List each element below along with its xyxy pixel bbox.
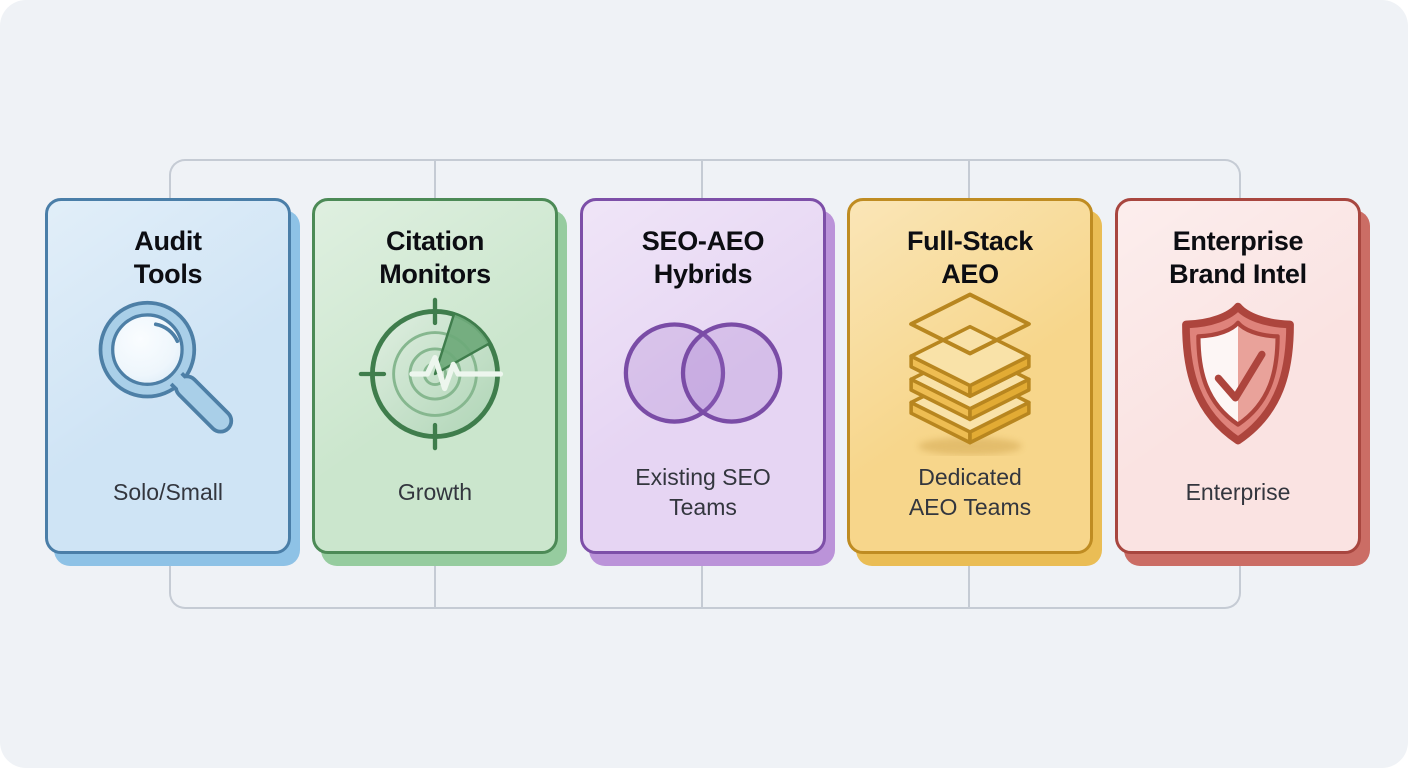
radar-icon [358, 297, 504, 451]
top-connector-stub [434, 159, 436, 200]
card-label: Enterprise [1185, 479, 1291, 506]
card-label: Solo/Small [113, 479, 223, 506]
card-label: Growth [397, 479, 473, 506]
card-icon-area [593, 291, 813, 457]
bottom-connector-stub [434, 551, 436, 607]
card-icon-area [860, 291, 1080, 457]
card-title: Full-Stack AEO [906, 226, 1034, 289]
card-label: Existing SEO Teams [635, 464, 771, 520]
card-audit-tools: Audit Tools Solo/Small [45, 198, 291, 554]
card-enterprise-brand-intel: Enterprise Brand Intel Enterprise [1115, 198, 1361, 554]
card-icon-area [1128, 291, 1348, 457]
layer-stack-icon [909, 292, 1031, 456]
bottom-connector-bracket [169, 551, 1241, 609]
card-title: Citation Monitors [379, 226, 491, 289]
card-icon-area [58, 291, 278, 457]
card-icon-area [325, 291, 545, 457]
magnifier-icon [98, 300, 234, 434]
card-full-stack-aeo: Full-Stack AEO [847, 198, 1093, 554]
venn-diagram-icon [623, 322, 783, 425]
card-title: Enterprise Brand Intel [1169, 226, 1307, 289]
card-label: Dedicated AEO Teams [908, 464, 1032, 520]
top-connector-stub [968, 159, 970, 200]
card-title: SEO-AEO Hybrids [641, 226, 765, 289]
shield-check-icon [1182, 302, 1294, 445]
card-citation-monitors: Citation Monitors Growth [312, 198, 558, 554]
top-connector-stub [701, 159, 703, 200]
card-seo-aeo-hybrids: SEO-AEO Hybrids Existing SEO Teams [580, 198, 826, 554]
bottom-connector-stub [701, 551, 703, 607]
card-title: Audit Tools [133, 226, 203, 289]
top-connector-bracket [169, 159, 1241, 202]
bottom-connector-stub [968, 551, 970, 607]
